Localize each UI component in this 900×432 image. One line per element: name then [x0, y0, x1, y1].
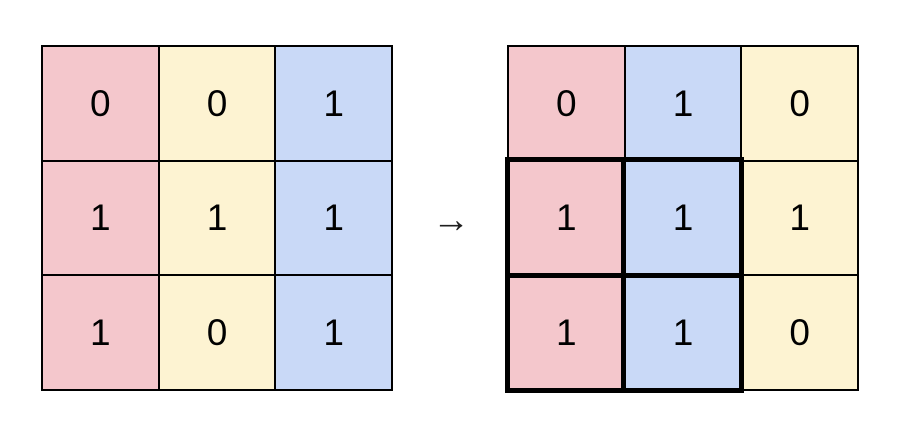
matrix-cell: 1 [741, 160, 858, 276]
matrix-cell: 1 [624, 160, 742, 276]
matrix-cell: 0 [741, 46, 858, 161]
matrix-cell: 0 [158, 46, 276, 161]
matrix-left-grid: 0 0 1 1 1 1 1 0 1 [41, 45, 393, 391]
matrix-cell: 0 [42, 46, 159, 161]
matrix-cell: 1 [275, 275, 392, 390]
matrix-left: 0 0 1 1 1 1 1 0 1 [41, 45, 393, 391]
matrix-cell: 1 [508, 160, 625, 276]
matrix-cell: 0 [741, 275, 858, 390]
matrix-cell: 1 [275, 160, 392, 276]
matrix-cell: 1 [158, 160, 276, 276]
matrix-cell: 1 [275, 46, 392, 161]
matrix-cell: 0 [508, 46, 625, 161]
matrix-cell: 1 [508, 275, 625, 390]
matrix-cell: 1 [42, 160, 159, 276]
matrix-cell: 0 [158, 275, 276, 390]
arrow-right-icon: → [432, 198, 470, 241]
matrix-cell: 1 [42, 275, 159, 390]
matrix-cell: 1 [624, 275, 742, 390]
matrix-right: 0 1 0 1 1 1 1 1 0 [505, 45, 859, 393]
matrix-cell: 1 [624, 46, 742, 161]
matrix-right-grid: 0 1 0 1 1 1 1 1 0 [507, 45, 859, 391]
